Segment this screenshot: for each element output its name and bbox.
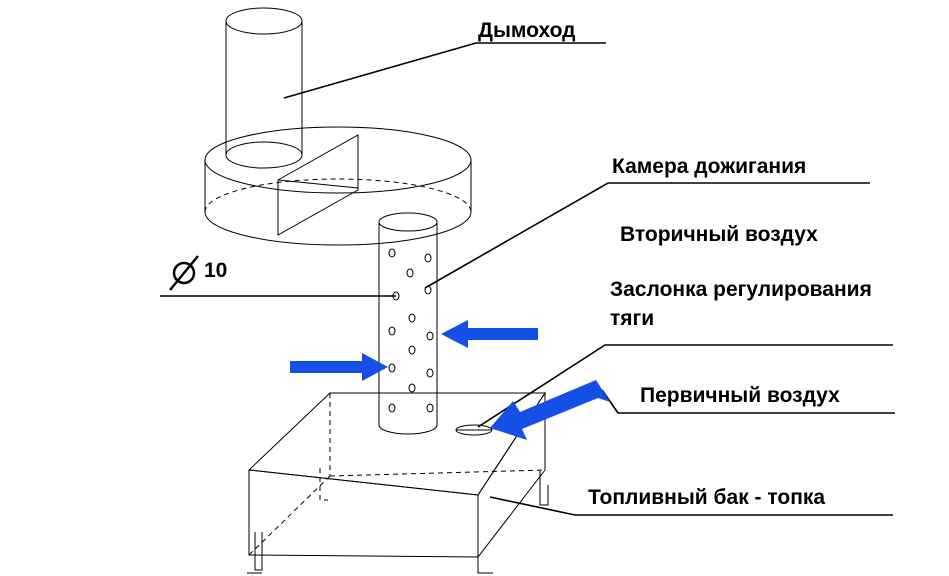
chimney-collector xyxy=(204,126,472,246)
hole-diameter-label: 10 xyxy=(204,259,228,282)
fuel-tank-label: Топливный бак - топка xyxy=(588,486,826,509)
afterburn-chamber-label: Камера дожигания xyxy=(612,155,807,178)
secondary-air-arrows xyxy=(290,320,538,381)
primary-air-arrow-icon xyxy=(490,380,610,440)
draft-damper-label: Заслонка регулирования тяги xyxy=(610,278,872,330)
chimney-pipe xyxy=(225,7,303,169)
secondary-air-arrow-right-icon xyxy=(441,320,538,348)
draft-damper-label-line2: тяги xyxy=(610,307,655,331)
damper xyxy=(455,424,493,436)
chimney-label: Дымоход xyxy=(478,19,576,42)
diameter-icon xyxy=(169,255,199,291)
air-holes xyxy=(388,248,434,413)
afterburn-tube xyxy=(378,212,438,435)
primary-air-label: Первичный воздух xyxy=(640,384,840,407)
secondary-air-arrow-left-icon xyxy=(290,353,388,381)
secondary-air-label: Вторичный воздух xyxy=(620,223,818,246)
draft-damper-label-line1: Заслонка регулирования xyxy=(610,278,872,301)
leader-lines xyxy=(160,42,895,516)
stove-legs xyxy=(247,468,549,574)
